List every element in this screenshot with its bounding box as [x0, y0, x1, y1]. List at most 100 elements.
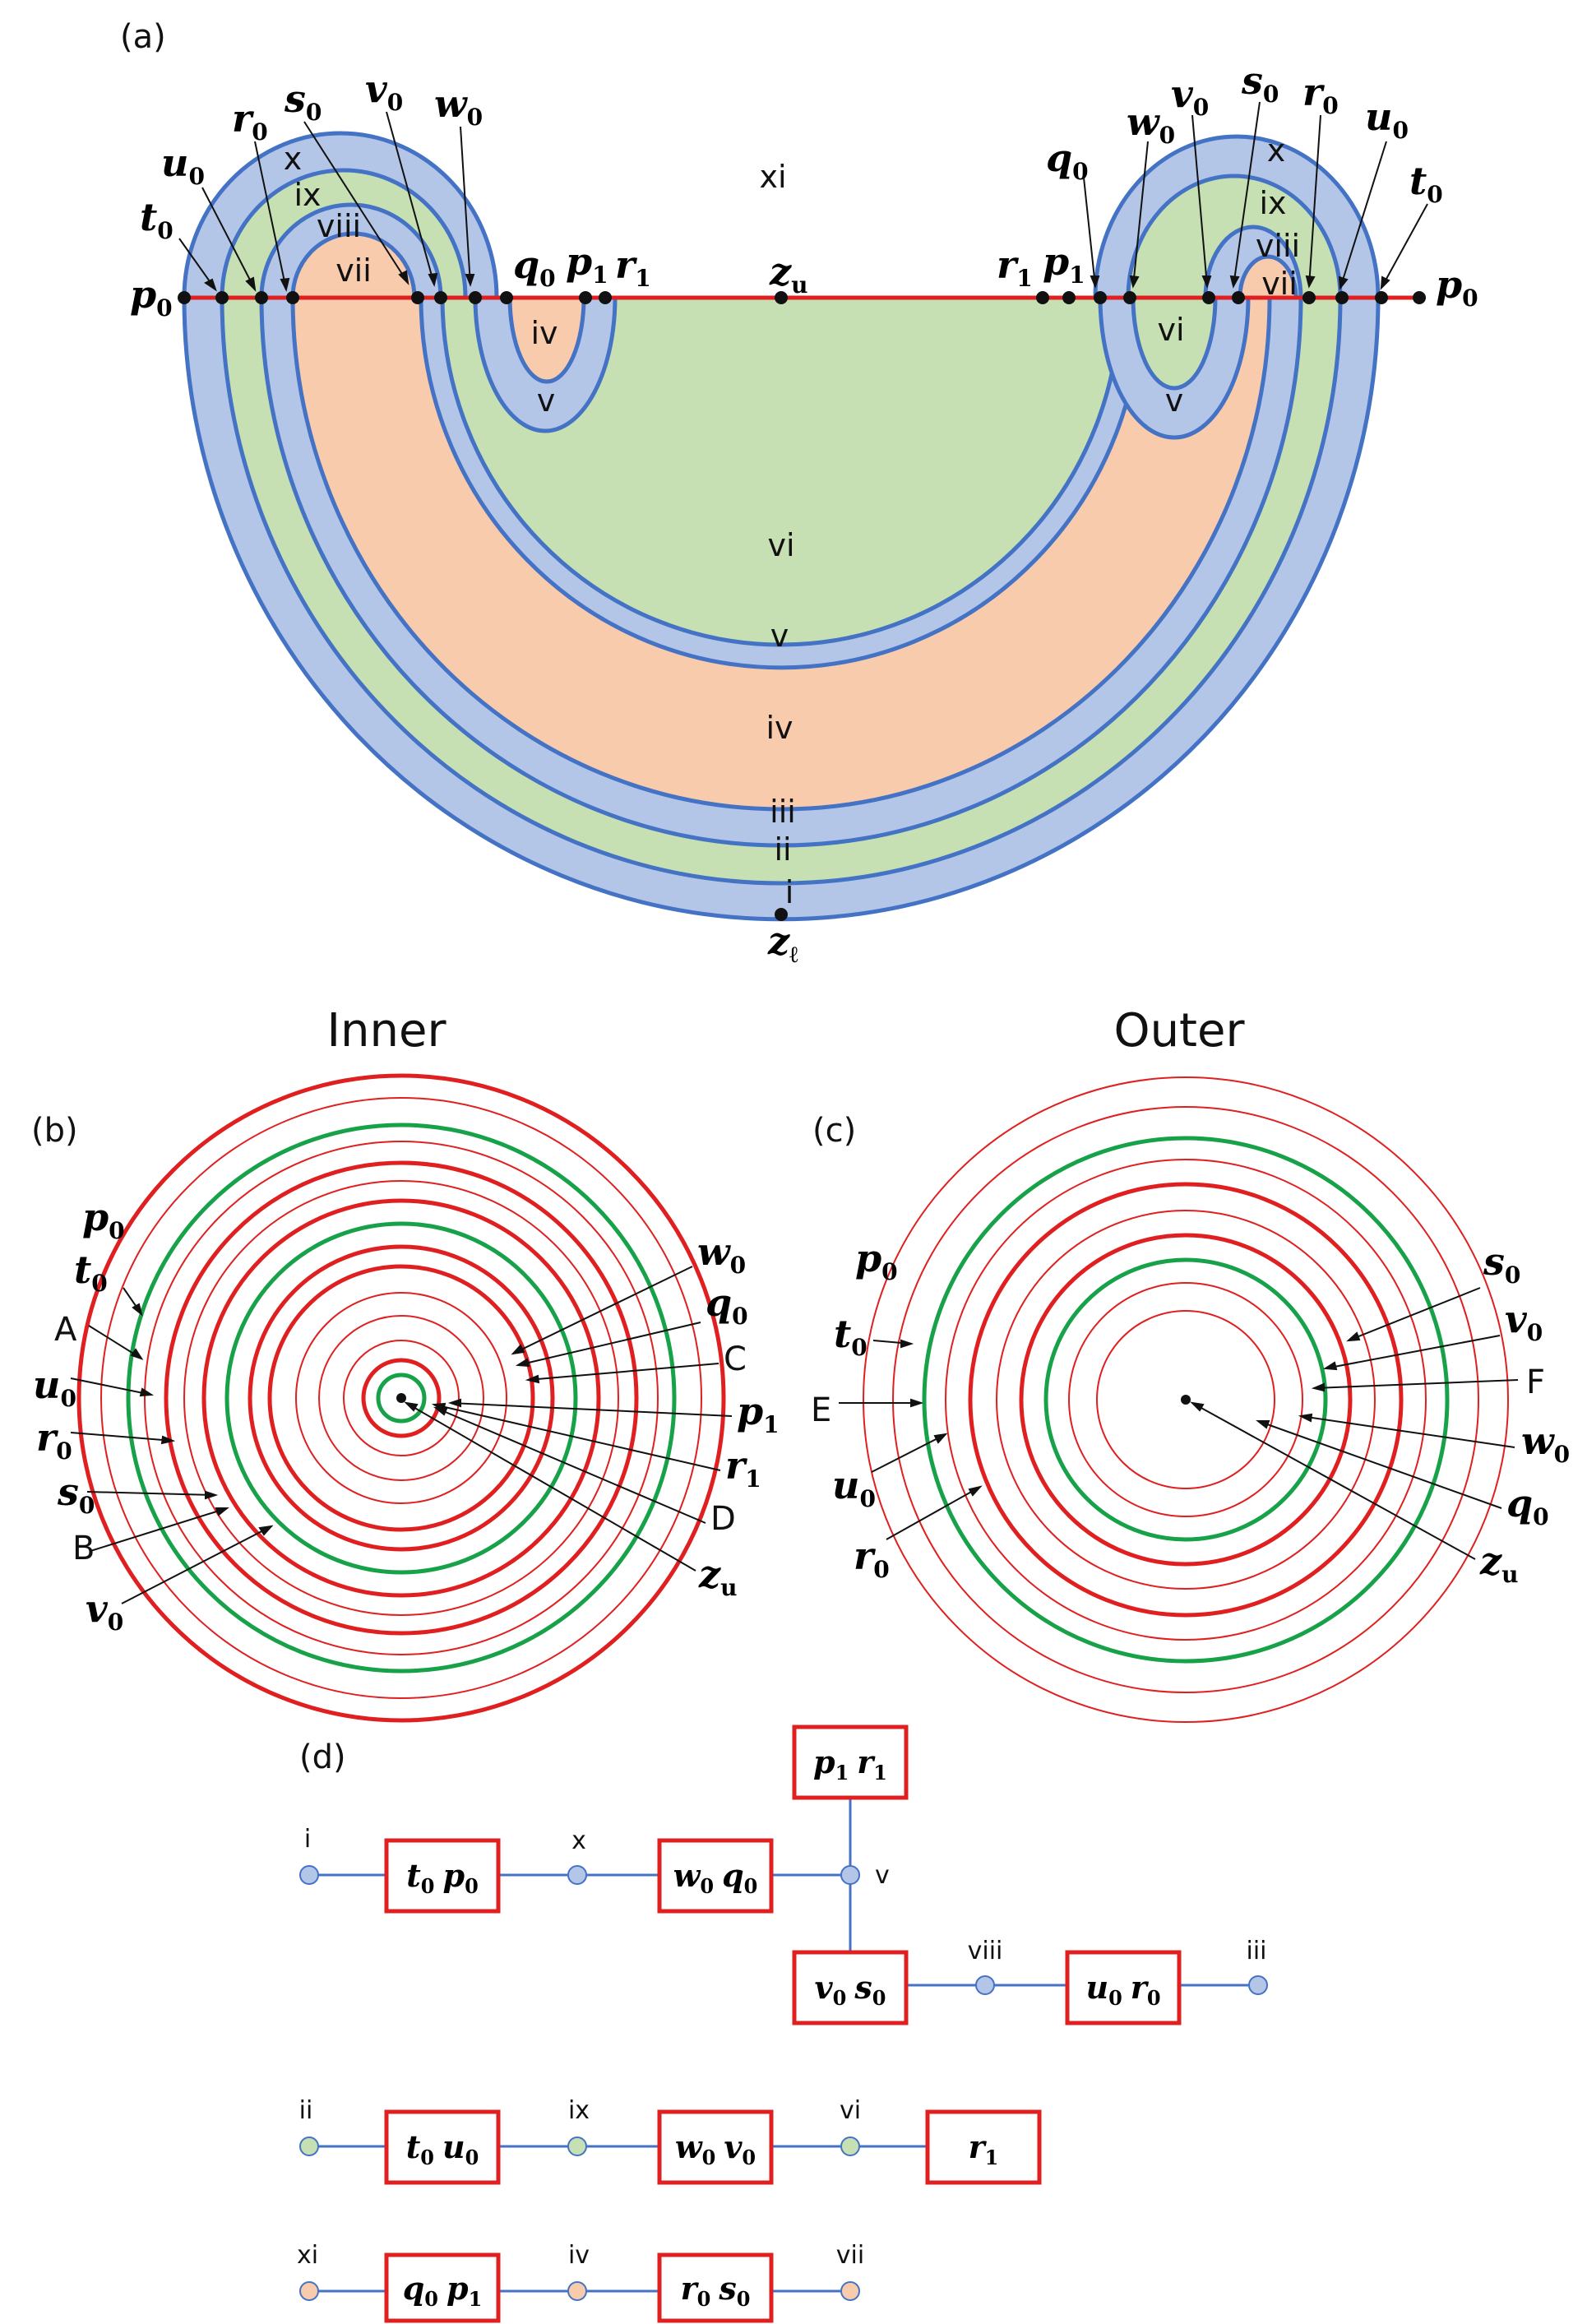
region-label: v — [1165, 382, 1184, 419]
label-zu-b: zu — [698, 1552, 737, 1601]
node-ii — [299, 2137, 319, 2156]
box-u0-r0 — [1065, 1950, 1182, 2025]
label-r0-c: r0 — [854, 1534, 890, 1583]
right-point-labels: r1 p1 q0 w0 v0 s0 r0 u0 t0 p0 — [997, 58, 1478, 312]
node-label: iii — [1246, 1937, 1266, 1965]
label-q0-right: q0 — [1046, 136, 1089, 185]
circle-r0-c — [968, 1182, 1404, 1618]
region-label: viii — [317, 208, 361, 244]
circle-r0 — [164, 1160, 639, 1636]
label-v0-right: v0 — [1171, 72, 1209, 121]
graph-boxes — [384, 1724, 1182, 2323]
circle-s0-c — [996, 1210, 1376, 1590]
label-t0-left: t0 — [140, 195, 174, 244]
region-label: xi — [759, 159, 786, 195]
label-p1-left: p1 — [566, 239, 608, 289]
label-r1-right: r1 — [997, 243, 1033, 292]
label-r1-b: r1 — [725, 1443, 761, 1493]
label-r1-left: r1 — [615, 243, 651, 292]
box-w0-v0 — [657, 2109, 774, 2185]
label-r0-b: r0 — [36, 1415, 72, 1465]
label-w0-c: w0 — [1521, 1419, 1570, 1468]
label-A: A — [54, 1311, 77, 1349]
circle-C — [295, 1292, 507, 1504]
circle-q0-c — [1096, 1310, 1275, 1489]
panel-c: (c) Outer p0 t0 E u0 r0 s0 v0 F w0 q0 zu — [811, 1004, 1570, 1723]
circle-w0-c — [1068, 1282, 1303, 1517]
node-label: v — [875, 1861, 890, 1890]
label-u0-c: u0 — [832, 1463, 876, 1512]
panel-b-title: Inner — [327, 1004, 447, 1058]
node-ix — [567, 2137, 587, 2156]
label-v0-left: v0 — [365, 67, 403, 116]
region-label: ix — [294, 177, 321, 213]
circle-F — [1043, 1257, 1328, 1542]
point-u0-left — [255, 291, 268, 304]
point-v0-left — [434, 291, 447, 304]
box-q0-p1 — [384, 2252, 501, 2323]
label-zu-a: zu — [769, 249, 807, 299]
node-label: viii — [968, 1937, 1003, 1965]
leader-lines-a — [178, 101, 1428, 292]
node-iii — [1248, 1975, 1268, 1995]
left-point-labels: p0 t0 u0 r0 s0 v0 w0 q0 p1 r1 — [130, 67, 651, 322]
panel-d-label: (d) — [299, 1738, 346, 1776]
label-w0-right: w0 — [1127, 100, 1175, 149]
label-q0-c: q0 — [1506, 1481, 1549, 1530]
label-s0-c: s0 — [1483, 1239, 1520, 1289]
point-u0-right — [1335, 291, 1349, 304]
node-iv — [567, 2281, 587, 2301]
node-x — [567, 1865, 587, 1885]
circle-v0 — [224, 1221, 578, 1575]
graph-nodes — [299, 1865, 1268, 2301]
point-q0-left — [500, 291, 513, 304]
label-t0-right: t0 — [1409, 159, 1443, 208]
point-r0-left — [286, 291, 299, 304]
point-s0-right — [1232, 291, 1245, 304]
node-label: vi — [840, 2096, 861, 2125]
label-s0-right: s0 — [1241, 58, 1279, 108]
label-t0-b: t0 — [74, 1248, 108, 1297]
circle-innermost — [376, 1373, 427, 1424]
label-v0-b: v0 — [86, 1586, 123, 1636]
region-label: viii — [1256, 228, 1300, 264]
circle-r1 — [343, 1340, 460, 1456]
circle-t0-c — [892, 1106, 1479, 1693]
right-arch-vii — [1238, 254, 1298, 300]
circle-D — [361, 1358, 442, 1438]
label-w0-left: w0 — [434, 81, 483, 131]
node-labels: i x v viii iii ii ix vi xi iv vii — [297, 1825, 1267, 2270]
region-label: vi — [1157, 312, 1184, 348]
label-p0-right: p0 — [1436, 262, 1478, 312]
point-r1-left — [599, 291, 612, 304]
region-label: i — [785, 874, 794, 910]
node-viii — [975, 1975, 995, 1995]
circle-u0-c — [945, 1159, 1427, 1641]
box-t0-u0 — [384, 2109, 501, 2185]
panel-b-label: (b) — [31, 1112, 78, 1150]
left-u-inner — [507, 295, 586, 384]
region-label: x — [284, 141, 303, 177]
label-D: D — [710, 1500, 736, 1538]
point-t0-left — [215, 291, 229, 304]
label-r0-left: r0 — [232, 96, 268, 146]
circle-t0 — [100, 1097, 702, 1699]
box-v0-s0 — [792, 1950, 909, 2025]
circle-u0 — [144, 1141, 659, 1655]
circle-p0 — [76, 1073, 726, 1723]
node-label: iv — [568, 2241, 590, 2270]
outer-concentric-circles — [863, 1076, 1509, 1723]
label-F: F — [1526, 1363, 1545, 1401]
point-s0-left — [411, 291, 424, 304]
label-r0-right: r0 — [1302, 70, 1339, 119]
region-labels: i ii iii iv v vi vii viii ix x xi iv v v… — [284, 132, 1300, 910]
circle-v0-c — [1019, 1233, 1353, 1567]
region-label: vii — [335, 252, 372, 289]
circle-E — [922, 1136, 1450, 1664]
